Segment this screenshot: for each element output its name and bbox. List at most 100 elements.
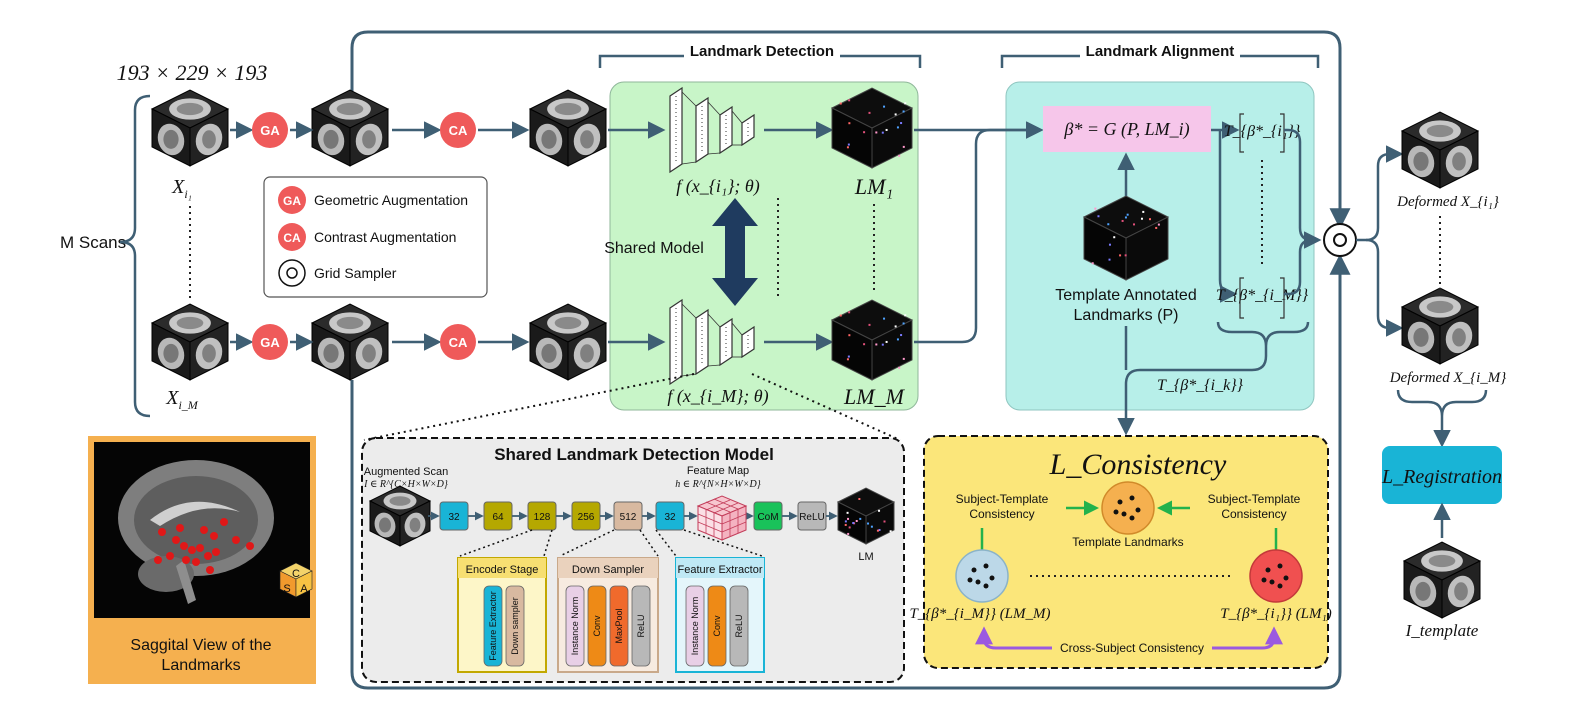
cube-brain-top-inner xyxy=(1426,124,1454,138)
landmark-point xyxy=(898,366,901,369)
landmark-point xyxy=(848,99,851,102)
cube-brain-left-inner xyxy=(1413,151,1429,171)
landmark-point xyxy=(868,323,871,326)
saggital-landmark-point xyxy=(176,524,184,532)
landmark-point xyxy=(846,358,849,361)
sub-panel-item-label: ReLU xyxy=(734,614,744,637)
landmark-point xyxy=(847,517,850,520)
landmark-point xyxy=(848,122,851,125)
cube-brain-right-inner xyxy=(362,344,376,363)
layer-connection xyxy=(707,101,721,116)
svg-text:CA: CA xyxy=(449,123,468,138)
landmark-point xyxy=(875,131,878,134)
cube-brain-top-inner xyxy=(176,316,204,330)
landmark-point xyxy=(902,322,905,325)
m-scans-label: M Scans xyxy=(60,233,126,252)
landmark-point xyxy=(875,343,878,346)
deformed-brace xyxy=(1396,389,1488,417)
lm-label-last: LM_M xyxy=(843,384,906,409)
transformed-lm-last: T_{β*_{i_M}} (LM_M) xyxy=(909,606,1050,622)
template-label-line2: Landmarks (P) xyxy=(1074,307,1179,324)
landmark-point xyxy=(847,532,850,535)
landmark-point xyxy=(883,520,886,523)
detection-title: Landmark Detection xyxy=(690,43,834,60)
template-landmarks-circle xyxy=(1101,481,1155,535)
landmark-point xyxy=(904,102,907,105)
saggital-landmarks xyxy=(154,518,254,574)
landmark-point xyxy=(896,338,899,341)
feature-extractor-header xyxy=(676,558,764,578)
landmark-dot xyxy=(1277,583,1283,589)
ca-badge-last: CA xyxy=(440,324,476,360)
landmark-point xyxy=(852,521,855,524)
down-sampler-title: Down Sampler xyxy=(572,564,644,576)
cross-label-bg xyxy=(1052,640,1212,656)
transform-last: T_{β*_{i_M}} xyxy=(1216,287,1309,304)
landmark-point xyxy=(885,340,888,343)
shared-model-arrow xyxy=(712,198,758,306)
outer-loop-line xyxy=(350,30,1351,230)
svg-text:C: C xyxy=(292,568,300,580)
landmark-point xyxy=(1140,217,1143,220)
landmark-point xyxy=(902,145,905,148)
landmark-point xyxy=(1108,258,1111,261)
cube-brain-right-inner xyxy=(202,130,216,149)
network-layer xyxy=(719,317,733,367)
landmark-point xyxy=(870,525,873,528)
subject-template-left-2: Consistency xyxy=(969,507,1034,521)
cube-brain-left-inner xyxy=(323,343,339,363)
detection-network-last xyxy=(669,298,755,386)
landmark-dot xyxy=(975,579,981,585)
cube-brain-top-inner xyxy=(336,102,364,116)
ca-badge-first: CA xyxy=(440,112,476,148)
corpus-callosum xyxy=(150,501,240,526)
model-block-label: ReLU xyxy=(799,512,825,523)
landmark-point xyxy=(883,105,886,108)
landmark-dot xyxy=(1135,507,1141,513)
model-block-label: CoM xyxy=(757,512,778,523)
detection-bracket xyxy=(598,54,922,68)
cube-brain-top-inner xyxy=(1428,554,1456,568)
contrast-cube-last xyxy=(528,303,608,381)
network-layer xyxy=(741,325,755,359)
alignment-title: Landmark Alignment xyxy=(1086,43,1235,60)
svg-text:S: S xyxy=(283,583,290,595)
sub-panel-item xyxy=(729,585,749,667)
alignment-formula: β* = G (P, LM_i) xyxy=(1063,119,1189,140)
lm-output-label: LM xyxy=(858,551,873,563)
deformed-label-last: Deformed X_{i_M} xyxy=(1389,370,1507,386)
layer-connection xyxy=(681,303,697,319)
landmark-point xyxy=(859,517,862,520)
saggital-landmark-point xyxy=(154,556,162,564)
landmark-point xyxy=(900,334,903,337)
sub-panel-item-label: Instance Norm xyxy=(570,597,580,656)
model-block-label: 256 xyxy=(578,512,595,523)
subject-template-left-1: Subject-Template xyxy=(956,492,1049,506)
landmark-point xyxy=(1157,223,1160,226)
landmark-point xyxy=(1142,210,1145,213)
sub-panel-item-label: Down sampler xyxy=(510,597,520,655)
saggital-caption-line2: Landmarks xyxy=(161,657,240,674)
cube-brain-top-inner xyxy=(554,102,582,116)
landmark-point xyxy=(876,529,879,532)
cube-brain-top-inner xyxy=(1426,300,1454,314)
layer-connection xyxy=(681,91,697,107)
zoom-down-r xyxy=(639,529,659,557)
landmark-point xyxy=(1124,254,1127,257)
template-landmark-cube xyxy=(1082,195,1170,281)
landmark-point xyxy=(858,497,861,500)
landmark-dot xyxy=(989,575,995,581)
arrow-sampler-deformed1 xyxy=(1356,145,1404,242)
model-label-last: f (x_{i_M}; θ) xyxy=(667,386,768,407)
landmark-point xyxy=(1094,207,1097,210)
landmark-point xyxy=(847,355,850,358)
encoder-stage-title: Encoder Stage xyxy=(466,564,539,576)
formula-box xyxy=(1043,106,1211,152)
landmark-dot xyxy=(967,577,973,583)
aug-scan-label: Augmented Scan xyxy=(364,466,448,478)
landmark-point xyxy=(863,131,866,134)
svg-text:GA: GA xyxy=(283,194,301,208)
cube-brain-right-inner xyxy=(1452,328,1466,347)
